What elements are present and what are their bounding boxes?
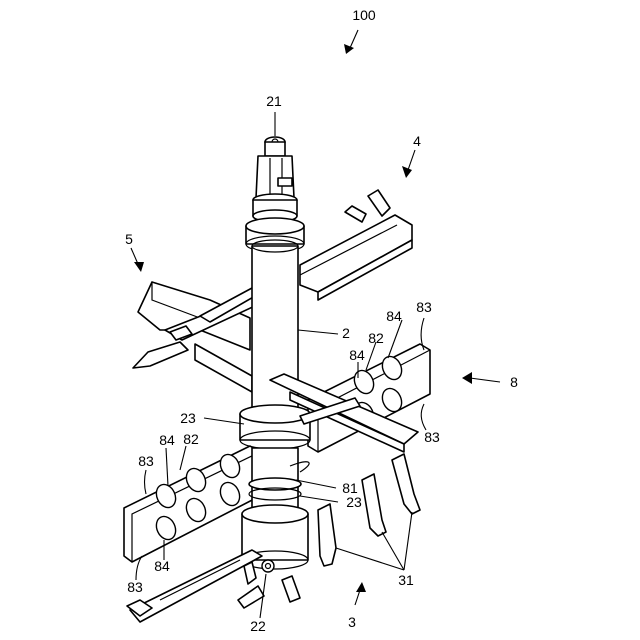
label-shaft-top: 21 <box>266 93 282 109</box>
label-plate-end: 83 <box>416 299 432 315</box>
fingers <box>318 454 420 566</box>
label-plate-end-left-top: 83 <box>138 453 154 469</box>
label-assembly: 100 <box>352 7 376 23</box>
upper-arm <box>300 190 412 300</box>
label-left-arm: 5 <box>125 231 133 247</box>
label-shaft: 2 <box>342 325 350 341</box>
label-plate-left: 82 <box>183 431 199 447</box>
label-hole-d: 84 <box>154 558 170 574</box>
label-hole-a: 84 <box>386 308 402 324</box>
label-upper-arm: 4 <box>413 133 421 149</box>
label-fingers: 31 <box>398 572 414 588</box>
label-shaft-bottom: 22 <box>250 618 266 634</box>
label-side-frame: 8 <box>510 374 518 390</box>
label-collar: 23 <box>180 410 196 426</box>
label-base: 3 <box>348 614 356 630</box>
label-plate-end-lower: 83 <box>424 429 440 445</box>
label-plate: 82 <box>368 330 384 346</box>
label-plate-end-left-bottom: 83 <box>127 579 143 595</box>
label-hole-c: 84 <box>159 432 175 448</box>
label-hole-b: 84 <box>349 347 365 363</box>
label-collar-lower: 23 <box>346 494 362 510</box>
shaft <box>240 137 310 572</box>
